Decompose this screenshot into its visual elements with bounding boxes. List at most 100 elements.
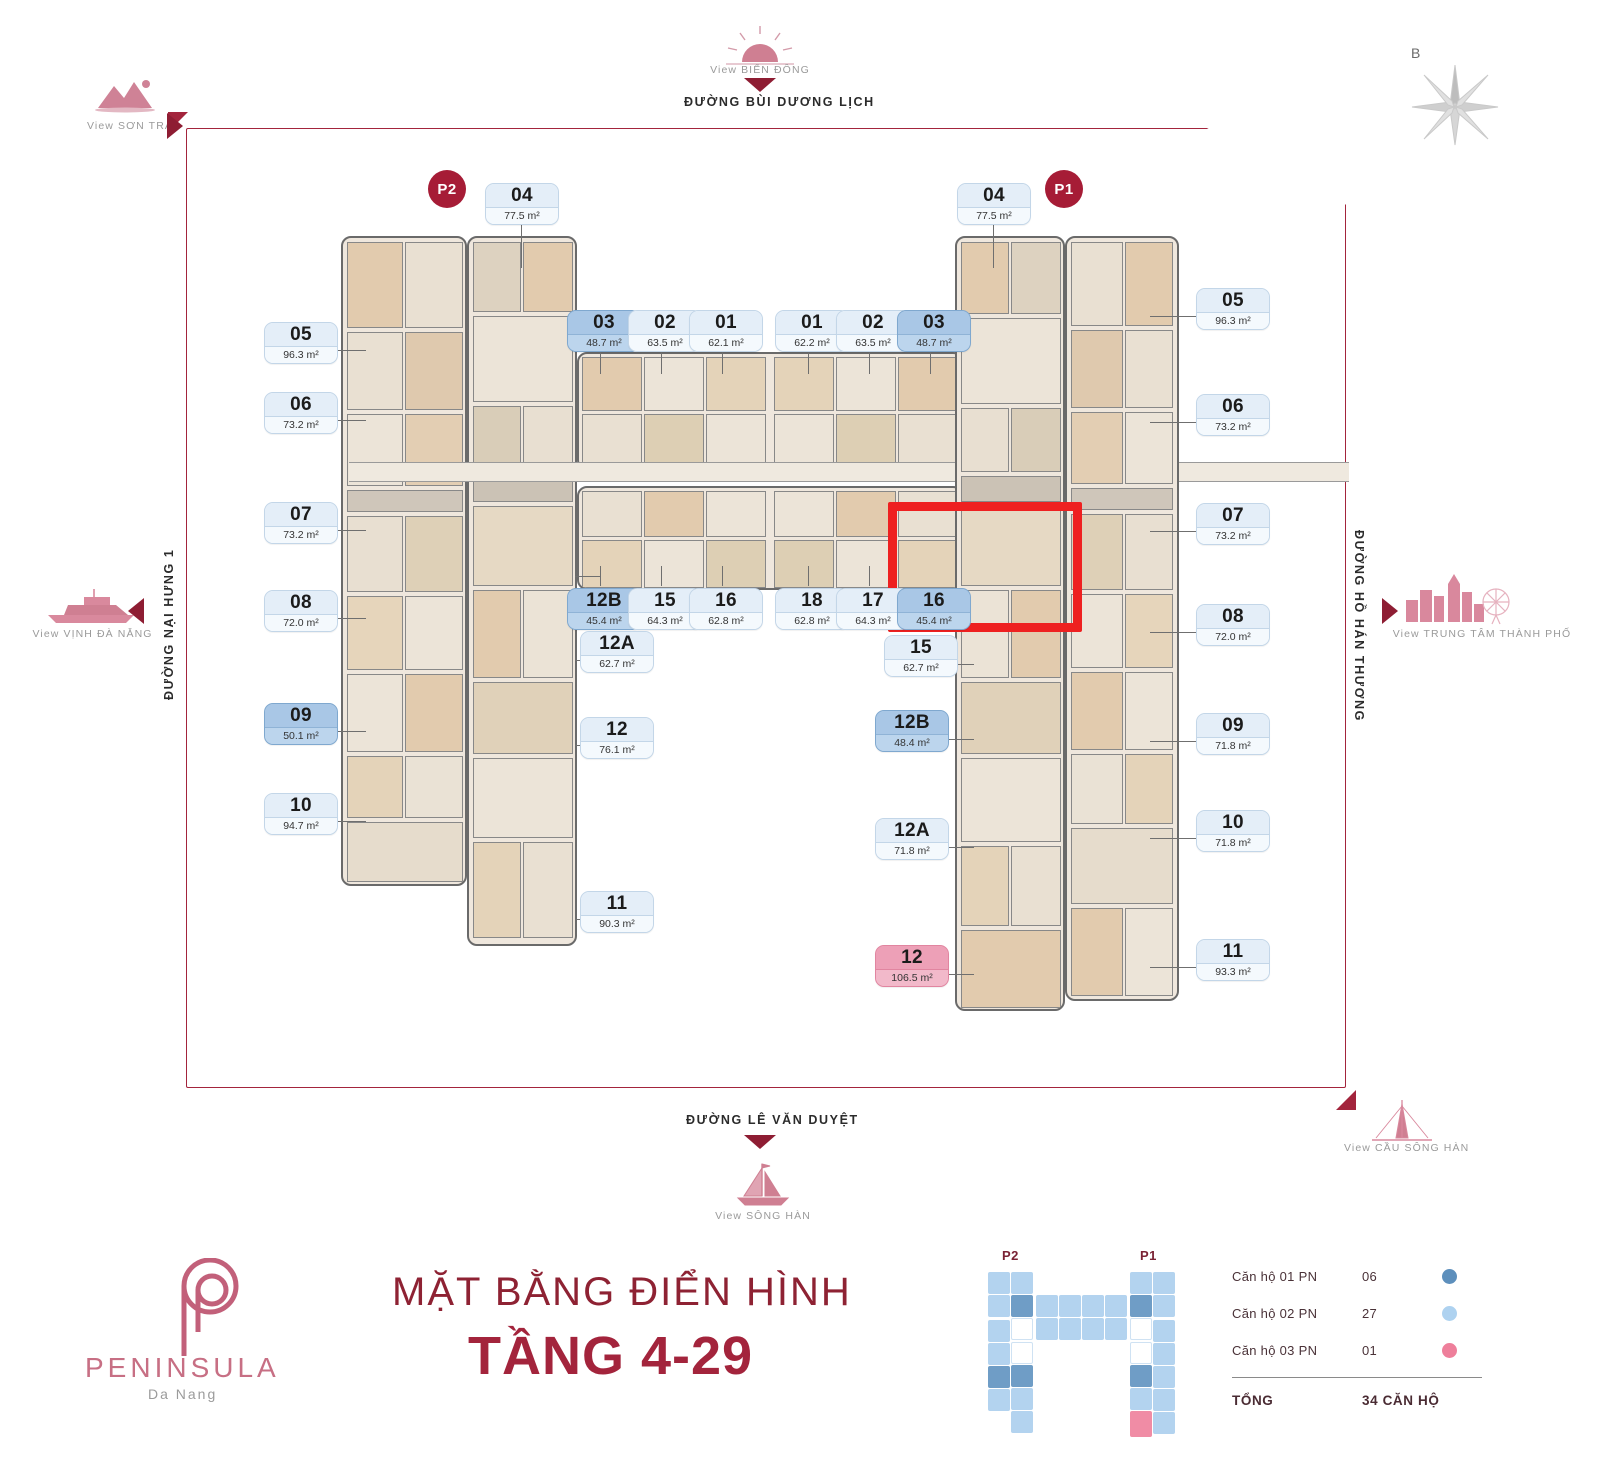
tower-badge-p2[interactable]: P2 — [428, 170, 466, 208]
floorplan-p1-left-wing — [955, 236, 1065, 1011]
leader-line — [1150, 967, 1196, 968]
unit-area: 72.0 m² — [265, 615, 337, 631]
unit-area: 106.5 m² — [876, 970, 948, 986]
key-plan-cell — [1130, 1272, 1152, 1294]
leader-line — [338, 420, 366, 421]
west-street-pointer — [128, 598, 144, 624]
key-plan-cell — [988, 1389, 1010, 1411]
street-label-east: ĐƯỜNG HỒ HÁN THƯƠNG — [1352, 530, 1366, 722]
leader-line — [338, 821, 366, 822]
unit-area: 71.8 m² — [1197, 835, 1269, 851]
unit-code: 08 — [265, 591, 337, 615]
unit-code: 09 — [1197, 714, 1269, 738]
floorplan-p2-right-wing — [467, 236, 577, 946]
legend-total-label: TỔNG — [1232, 1392, 1274, 1408]
floorplan-p2-left-wing — [341, 236, 467, 886]
leader-line — [575, 576, 601, 577]
page-subtitle: TẦNG 4-29 — [468, 1326, 754, 1386]
compass: B — [1400, 45, 1510, 146]
key-plan-cell — [988, 1366, 1010, 1388]
leader-line — [1150, 316, 1196, 317]
unit-code: 10 — [265, 794, 337, 818]
bridge-icon — [1372, 1100, 1432, 1141]
unit-area: 62.1 m² — [690, 335, 762, 351]
yacht-icon — [48, 589, 134, 623]
unit-code: 05 — [1197, 289, 1269, 313]
key-plan-cell — [1153, 1295, 1175, 1317]
legend-count: 06 — [1362, 1269, 1378, 1284]
tower-badge-p1[interactable]: P1 — [1045, 170, 1083, 208]
key-plan-cell — [1011, 1411, 1033, 1433]
leader-line — [808, 566, 809, 586]
leader-line — [600, 352, 601, 374]
unit-area: 73.2 m² — [265, 527, 337, 543]
unit-area: 93.3 m² — [1197, 964, 1269, 980]
unit-code: 11 — [581, 892, 653, 916]
key-plan-cell — [1130, 1295, 1152, 1317]
leader-line — [1150, 741, 1196, 742]
city-skyline-icon — [1406, 574, 1510, 625]
key-plan: P2 P1 — [980, 1248, 1180, 1448]
unit-area: 45.4 m² — [568, 613, 640, 629]
compass-north-label: B — [1411, 45, 1421, 61]
unit-area: 48.4 m² — [876, 735, 948, 751]
unit-area: 45.4 m² — [898, 613, 970, 629]
unit-area: 62.8 m² — [690, 613, 762, 629]
unit-area: 77.5 m² — [958, 208, 1030, 224]
unit-code: 12 — [876, 946, 948, 970]
unit-code: 06 — [265, 393, 337, 417]
unit-area: 63.5 m² — [837, 335, 909, 351]
legend-label: Căn hộ 01 PN — [1232, 1269, 1318, 1284]
unit-area: 64.3 m² — [837, 613, 909, 629]
leader-line — [338, 731, 366, 732]
street-label-west: ĐƯỜNG NẠI HƯNG 1 — [162, 548, 176, 700]
unit-area: 71.8 m² — [876, 843, 948, 859]
leader-line — [1150, 422, 1196, 423]
key-plan-label-p2: P2 — [1002, 1248, 1019, 1263]
unit-area: 96.3 m² — [1197, 313, 1269, 329]
unit-code: 16 — [690, 589, 762, 613]
leader-line — [808, 352, 809, 374]
unit-code: 12A — [581, 632, 653, 656]
unit-area: 73.2 m² — [1197, 419, 1269, 435]
key-plan-cell — [1153, 1389, 1175, 1411]
unit-area: 62.8 m² — [776, 613, 848, 629]
legend-count: 27 — [1362, 1306, 1378, 1321]
unit-code: 08 — [1197, 605, 1269, 629]
unit-area: 77.5 m² — [486, 208, 558, 224]
key-plan-cell — [1082, 1318, 1104, 1340]
view-label-southeast: View CẦU SÔNG HÀN — [1344, 1142, 1470, 1154]
legend-label: Căn hộ 02 PN — [1232, 1306, 1318, 1321]
key-plan-cell — [1011, 1365, 1033, 1387]
key-plan-cell — [1105, 1295, 1127, 1317]
unit-code: 09 — [265, 704, 337, 728]
leader-line — [993, 224, 994, 268]
